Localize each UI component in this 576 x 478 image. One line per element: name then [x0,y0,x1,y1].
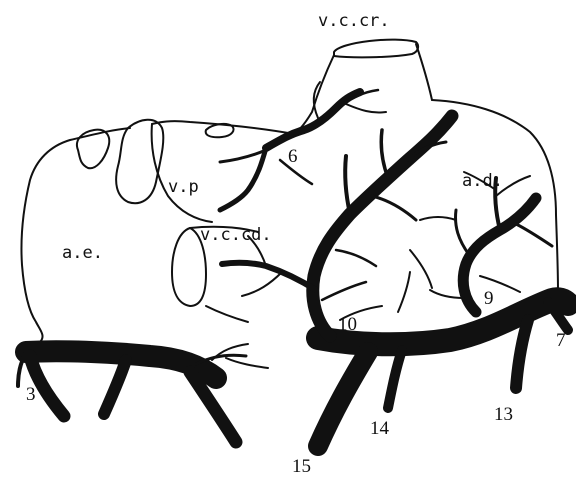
label-vccr: v.c.cr. [318,11,390,31]
label-9: 9 [484,288,494,309]
vessel-ad-twig-3 [420,217,456,220]
vessel-3-branch-c [226,358,268,368]
left-lobe-outline [21,128,130,342]
vessels [18,82,568,446]
vessel-14-descender [388,350,402,408]
vessel-vccr-branch-3 [346,104,386,113]
label-13: 13 [494,404,513,425]
vessel-9-loop [463,198,536,312]
label-ae: a.e. [62,243,103,263]
vessel-ad-branch-right [516,224,552,246]
vessel-13-descender [516,320,528,388]
label-14: 14 [370,418,390,439]
vessel-6-left [220,150,266,162]
label-7: 7 [556,330,566,351]
vccr-cylinder-top [334,40,418,58]
label-10: 10 [338,314,357,335]
vessel-trunk-branch-lower-2 [322,282,366,300]
label-vccd: v.c.cd. [200,225,272,245]
label-15: 15 [292,456,311,477]
vessel-trunk-branch-lower [336,250,376,266]
vessel-3-descender-2 [104,360,126,414]
label-3: 3 [26,384,36,405]
vessel-ad-branch-left [456,210,470,256]
vessel-trunk-branch-up-2 [381,130,388,178]
vessel-vccd-sub-1 [242,272,282,296]
vccd-wall-bottom [206,306,248,322]
vessel-vccd-branch [222,263,316,290]
vessel-trunk-branch-right [372,196,416,220]
label-ad: a.d. [462,171,503,191]
vessel-mid-twig-3 [398,272,410,312]
label-vp: v.p [168,177,199,197]
vessel-mid-twig-1 [410,250,432,288]
vp-lobe [152,124,212,222]
vessel-15-descender [318,352,368,446]
ae-cavity-2 [116,120,163,203]
vessel-trunk-branch-up-1 [345,156,350,214]
label-6: 6 [288,146,298,167]
vccr-cylinder-right [416,44,432,100]
